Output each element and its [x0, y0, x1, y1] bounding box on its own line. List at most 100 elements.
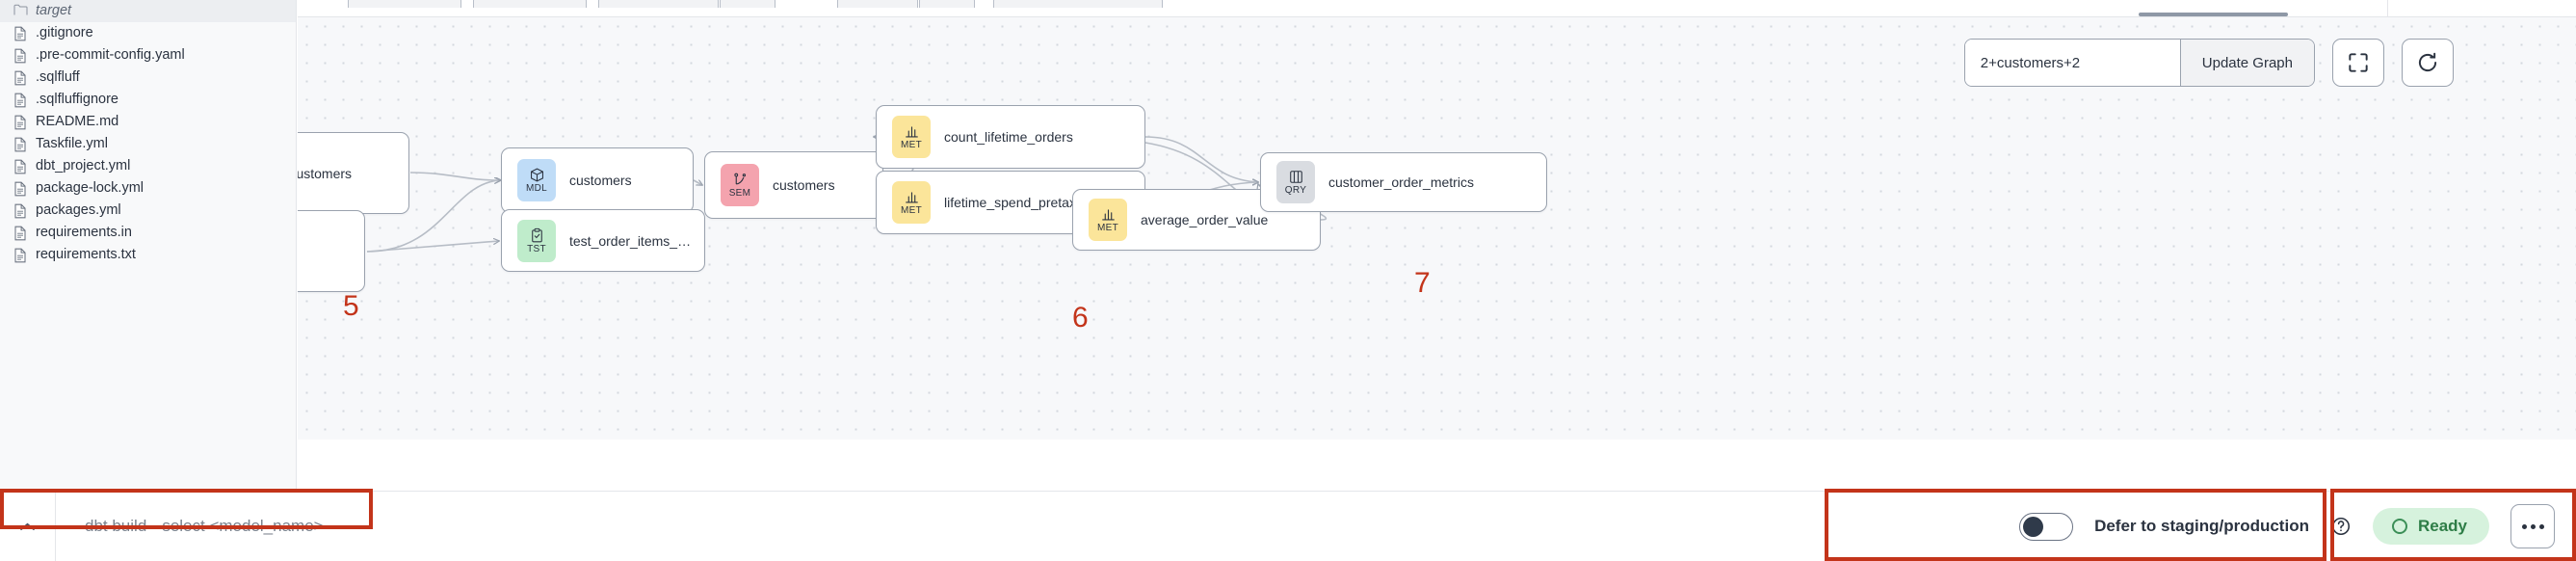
file-item[interactable]: packages.yml — [0, 200, 296, 222]
status-badge-label: Ready — [2417, 517, 2467, 535]
node-type-code: MET — [900, 140, 922, 150]
defer-toggle-knob — [2023, 516, 2044, 537]
file-item[interactable]: .pre-commit-config.yaml — [0, 44, 296, 67]
file-item[interactable]: package-lock.yml — [0, 177, 296, 200]
cube-icon: MDL — [517, 159, 556, 201]
tab-stub-6[interactable] — [919, 0, 975, 8]
file-name: Taskfile.yml — [36, 136, 108, 152]
combo-divider — [2179, 40, 2181, 86]
refresh-icon[interactable] — [2402, 39, 2454, 87]
bar-chart-icon: MET — [892, 181, 931, 224]
file-name: package-lock.yml — [36, 180, 145, 197]
chevron-up-icon[interactable] — [0, 492, 56, 561]
semantic-icon: SEM — [721, 164, 759, 206]
file-name: requirements.in — [36, 225, 132, 241]
file-icon — [13, 137, 27, 152]
file-item[interactable]: dbt_project.yml — [0, 155, 296, 177]
graph-node[interactable]: MDL customers — [501, 147, 694, 213]
file-item[interactable]: README.md — [0, 111, 296, 133]
defer-toggle[interactable] — [2019, 512, 2074, 541]
tab-stub-2[interactable] — [473, 0, 587, 8]
editor-tab-strip[interactable] — [298, 0, 2576, 17]
file-item[interactable]: requirements.in — [0, 222, 296, 244]
graph-node[interactable]: orders — [298, 210, 365, 292]
file-name: .sqlfluffignore — [36, 92, 118, 108]
file-item[interactable]: .sqlfluffignore — [0, 89, 296, 111]
tab-stub-1[interactable] — [348, 0, 461, 8]
graph-node-label: stg_customers — [298, 165, 353, 181]
file-name: .pre-commit-config.yaml — [36, 47, 185, 64]
file-icon — [13, 115, 27, 130]
file-icon — [13, 48, 27, 64]
tab-stub-4[interactable] — [720, 0, 775, 8]
graph-toolbar: Update Graph — [1963, 39, 2454, 87]
file-icon — [13, 248, 27, 263]
graph-node[interactable]: TST test_order_items_compute_to_bools… — [501, 209, 705, 272]
file-icon — [13, 226, 27, 241]
file-item[interactable]: Taskfile.yml — [0, 133, 296, 155]
graph-selector-combo: Update Graph — [1963, 39, 2315, 87]
file-icon — [13, 181, 27, 197]
file-name: dbt_project.yml — [36, 158, 131, 174]
tab-stub-3[interactable] — [598, 0, 719, 8]
defer-toggle-label: Defer to staging/production — [2094, 517, 2309, 535]
active-tab-indicator — [2139, 13, 2288, 16]
file-list: target .gitignore .pre-commit-config.yaml.… — [0, 0, 296, 266]
tab-stub-5[interactable] — [837, 0, 918, 8]
tab-strip-divider — [2387, 0, 2388, 17]
graph-node-label: average_order_value — [1141, 212, 1269, 227]
circle-icon — [2391, 519, 2407, 534]
file-icon — [13, 26, 27, 41]
help-circle-icon[interactable] — [2330, 516, 2352, 537]
bar-chart-icon: MET — [892, 116, 931, 158]
file-item[interactable]: .gitignore — [0, 22, 296, 44]
node-type-code: MET — [1096, 223, 1118, 233]
graph-node-label: count_lifetime_orders — [944, 129, 1073, 145]
node-type-code: TST — [527, 243, 546, 254]
bottom-status-bar: dbt build --select <model_name> Defer to… — [0, 491, 2576, 561]
more-horizontal-icon[interactable] — [2510, 504, 2555, 548]
tab-stub-7[interactable] — [993, 0, 1163, 8]
node-type-code: SEM — [728, 188, 751, 199]
node-type-code: MET — [900, 205, 922, 216]
graph-node-label: lifetime_spend_pretax — [944, 195, 1076, 210]
file-icon — [13, 93, 27, 108]
graph-selector-input[interactable] — [1964, 40, 2180, 86]
dot-3 — [2538, 523, 2544, 529]
file-name: target — [36, 3, 72, 19]
graph-node[interactable]: MET count_lifetime_orders — [876, 105, 1145, 169]
file-item[interactable]: .sqlfluff — [0, 67, 296, 89]
graph-node-label: test_order_items_compute_to_bools… — [569, 232, 704, 249]
status-bar-right: Defer to staging/production Ready — [2019, 492, 2576, 561]
bar-chart-icon: MET — [1089, 199, 1127, 241]
graph-node[interactable]: QRY customer_order_metrics — [1260, 152, 1547, 212]
node-type-code: MDL — [525, 183, 547, 194]
file-item[interactable]: requirements.txt — [0, 244, 296, 266]
file-explorer-sidebar: target .gitignore .pre-commit-config.yaml.… — [0, 0, 297, 491]
graph-node-label: customers — [569, 173, 632, 188]
graph-node[interactable]: SEM customers — [704, 151, 883, 219]
fullscreen-icon[interactable] — [2332, 39, 2384, 87]
file-item[interactable]: target — [0, 0, 296, 22]
graph-node-label: customers — [773, 177, 835, 193]
file-name: packages.yml — [36, 202, 121, 219]
dot-1 — [2521, 523, 2527, 529]
file-name: .gitignore — [36, 25, 93, 41]
command-placeholder-text[interactable]: dbt build --select <model_name> — [85, 517, 324, 535]
clipboard-check-icon: TST — [517, 219, 556, 262]
status-badge[interactable]: Ready — [2372, 508, 2489, 545]
query-icon: QRY — [1276, 161, 1315, 203]
graph-node-label: customer_order_metrics — [1328, 174, 1474, 190]
node-type-code: QRY — [1284, 185, 1307, 196]
folder-icon — [13, 4, 28, 19]
file-icon — [13, 70, 27, 86]
file-icon — [13, 203, 27, 219]
file-name: .sqlfluff — [36, 69, 80, 86]
file-name: requirements.txt — [36, 247, 136, 263]
update-graph-button[interactable]: Update Graph — [2180, 40, 2314, 86]
dot-2 — [2530, 523, 2536, 529]
graph-node[interactable]: stg_customers — [298, 132, 409, 214]
file-name: README.md — [36, 114, 119, 130]
